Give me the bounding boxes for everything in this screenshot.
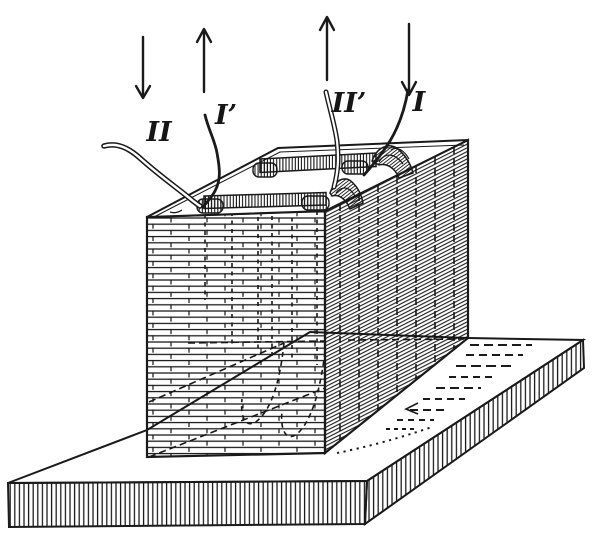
arrow-up-II-prime: [318, 15, 336, 82]
cast-shadow-hatching: [336, 344, 532, 454]
arrow-up-I-prime: [195, 27, 213, 94]
label-II-prime: II’: [331, 88, 367, 119]
lead-wires: [101, 88, 410, 209]
arrow-down-I: [400, 22, 418, 97]
label-I: I: [412, 87, 427, 118]
current-arrows: [134, 15, 418, 100]
wire-I-prime: [201, 113, 221, 209]
coil-front: [169, 178, 364, 214]
core-right-face: [323, 138, 470, 455]
arrow-down-II: [134, 35, 152, 100]
terminal-labels: II I’ II’ I: [145, 87, 426, 148]
shadow-dotted-line: [336, 426, 433, 454]
coil-front-band: [203, 191, 327, 210]
core-front-face: [145, 209, 327, 459]
coil-front-end-dome: [329, 178, 364, 211]
label-I-prime: I’: [214, 100, 237, 131]
label-II: II: [145, 117, 173, 148]
base-right-face: [363, 338, 586, 527]
wire-I: [362, 88, 410, 177]
base-front-face: [6, 479, 369, 529]
wire-II-prime: [323, 89, 341, 190]
hidden-edges: [148, 209, 465, 458]
shadow-mark: [404, 402, 419, 415]
wire-II: [101, 142, 203, 209]
